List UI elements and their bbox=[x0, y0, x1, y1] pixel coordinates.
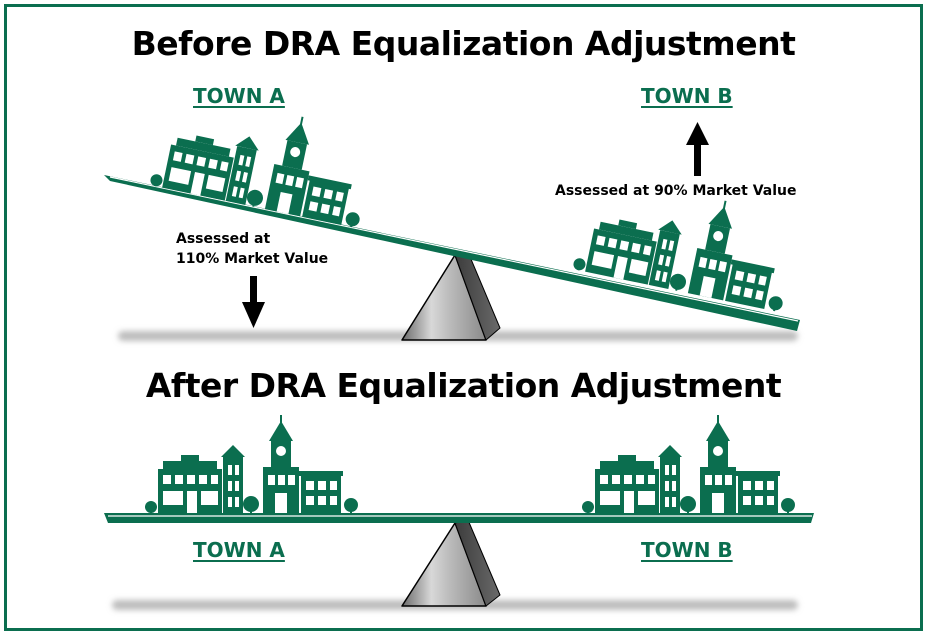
town-a-assessed-note: Assessed at 110% Market Value bbox=[176, 229, 328, 269]
town-a-assessed-note-line1: Assessed at bbox=[176, 231, 271, 247]
arrow-down-icon bbox=[242, 276, 265, 328]
after-title: After DRA Equalization Adjustment bbox=[145, 366, 782, 405]
arrow-up-icon bbox=[686, 122, 709, 176]
town-a-skyline-icon bbox=[145, 415, 358, 513]
before-town-a-label: TOWN A bbox=[193, 84, 285, 108]
before-title: Before DRA Equalization Adjustment bbox=[131, 24, 796, 63]
town-b-skyline-icon bbox=[582, 415, 795, 513]
fulcrum-triangle-icon bbox=[401, 519, 501, 607]
town-b-assessed-note: Assessed at 90% Market Value bbox=[555, 183, 797, 199]
town-a-assessed-note-line2: 110% Market Value bbox=[176, 251, 329, 267]
before-beam bbox=[104, 175, 800, 331]
before-town-b-label: TOWN B bbox=[641, 84, 733, 108]
fulcrum-triangle-icon bbox=[401, 251, 501, 341]
after-town-b-label: TOWN B bbox=[641, 538, 733, 562]
after-beam bbox=[104, 513, 814, 523]
frame-border bbox=[4, 4, 923, 631]
town-a-skyline-icon bbox=[149, 89, 378, 229]
after-town-a-label: TOWN A bbox=[193, 538, 285, 562]
